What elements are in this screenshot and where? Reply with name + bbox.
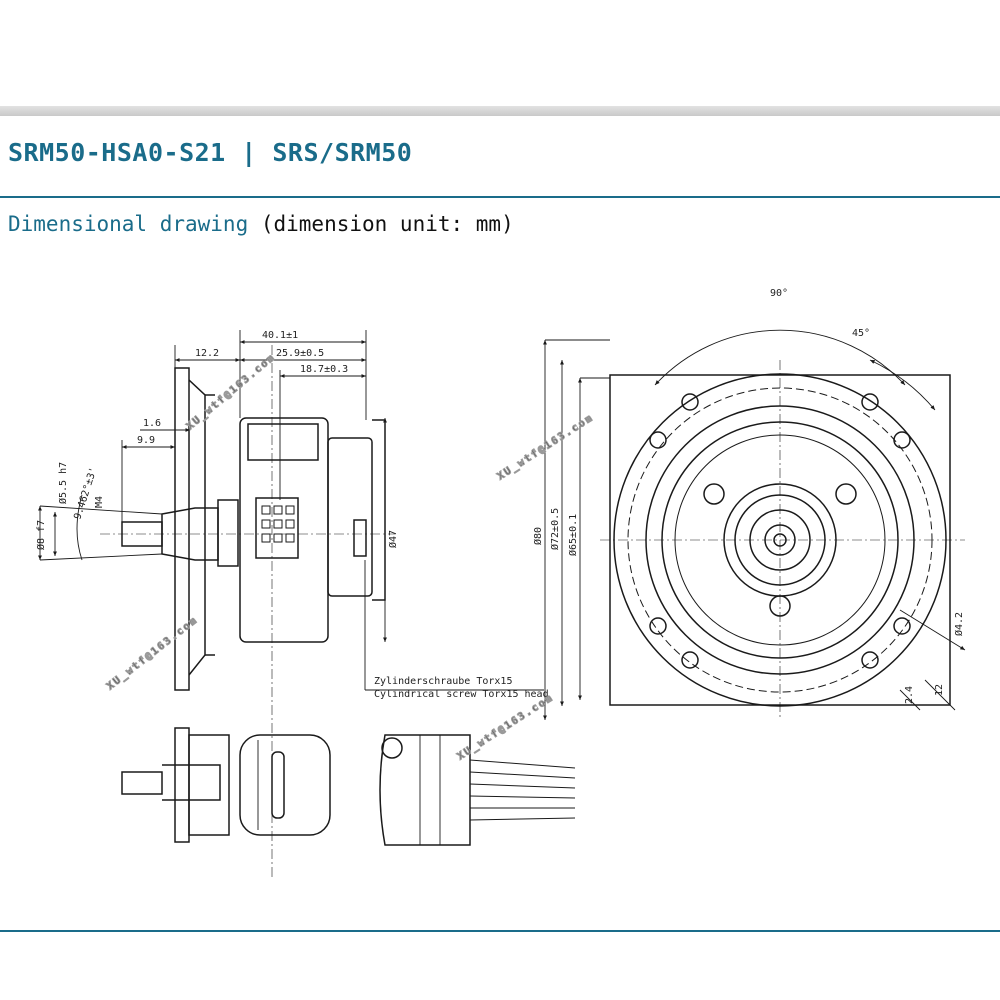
- subtitle-rest: (dimension unit: mm): [248, 212, 514, 236]
- dim-taper-angle: 9.462°±3': [72, 466, 99, 521]
- top-divider: [0, 106, 1000, 116]
- flange: [174, 367, 190, 691]
- front-view-dimensions: [542, 329, 966, 720]
- dim-connector-length: 18.7±0.3: [300, 364, 348, 375]
- dim-slot-offset: 2.4: [904, 686, 915, 704]
- connector-port: [271, 751, 285, 819]
- dim-bolt-circle: Ø72±0.5: [549, 508, 561, 550]
- watermark-1: XU_wtf@163.com: [185, 352, 278, 433]
- watermark-2: XU_wtf@163.com: [496, 412, 596, 482]
- dim-shaft-step: 1.6: [143, 418, 161, 429]
- dim-pilot-diameter: Ø65±0.1: [567, 514, 579, 556]
- page-title: SRM50-HSA0-S21 | SRS/SRM50: [8, 138, 413, 167]
- title-divider: [0, 196, 1000, 198]
- front-view: [600, 360, 965, 720]
- subtitle: Dimensional drawing (dimension unit: mm): [8, 212, 514, 236]
- cable-connector: [379, 734, 576, 846]
- subtitle-accent: Dimensional drawing: [8, 212, 249, 236]
- top-view: [121, 727, 331, 843]
- dim-overall-length: 40.1±1: [262, 330, 298, 341]
- side-view-dimensions: [37, 330, 544, 691]
- dim-shaft-length: 9.9: [137, 435, 155, 446]
- dim-shaft-diameter: Ø5.5 h7: [57, 462, 69, 504]
- dim-outer-diameter: Ø80: [532, 527, 544, 545]
- dim-body-diameter: Ø47: [387, 530, 399, 548]
- screw-note-de: Zylinderschraube Torx15: [374, 676, 512, 687]
- motor-body: [239, 417, 329, 643]
- dim-hole-diameter: Ø4.2: [953, 612, 965, 636]
- dim-angle-90: 90°: [770, 288, 788, 299]
- watermark-4: XU_wtf@163.com: [456, 692, 556, 762]
- side-view-labels: 40.1±1 12.2 25.9±0.5 18.7±0.3 1.6 9.9 M4…: [35, 330, 549, 700]
- dim-thread: M4: [94, 496, 105, 508]
- dim-shaft-base-diameter: Ø8 f7: [35, 520, 47, 550]
- screw-note-en: Cylindrical screw Torx15 head: [374, 689, 549, 700]
- mounting-holes: [649, 393, 911, 669]
- dim-angle-45: 45°: [852, 328, 870, 339]
- bottom-divider: [0, 930, 1000, 932]
- watermark-3: XU_wtf@163.com: [105, 615, 200, 693]
- front-view-labels: Ø80 Ø72±0.5 Ø65±0.1 90° 45° Ø4.2 2.4 12: [532, 288, 965, 704]
- side-connector: [255, 497, 299, 559]
- dim-slot-length: 12: [934, 684, 945, 696]
- dim-body-length: 25.9±0.5: [276, 348, 324, 359]
- dim-flange-offset: 12.2: [195, 348, 219, 359]
